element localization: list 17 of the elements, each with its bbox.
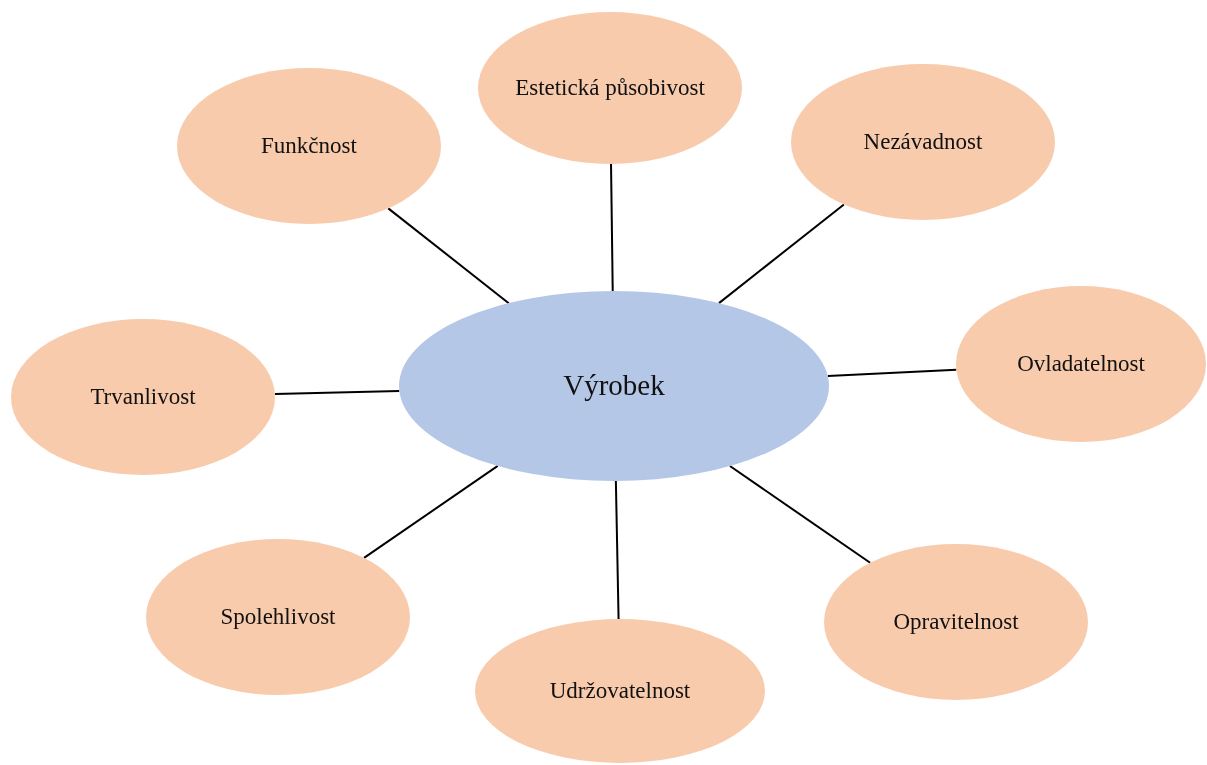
node-label: Funkčnost [261,132,357,161]
connector-line [614,480,620,620]
connector-line [273,390,401,395]
node-label: Opravitelnost [893,608,1019,637]
node-label: Udržovatelnost [549,677,691,706]
node-label: Ovladatelnost [1017,350,1145,379]
connector-line [826,368,958,377]
node-label: Nezávadnost [863,128,983,157]
node-label: Estetická působivost [515,74,705,103]
connector-line [363,464,499,559]
connector-line [387,207,510,305]
connector-line [610,163,614,292]
node-label: Spolehlivost [220,603,336,632]
connector-line [728,465,872,564]
node-label: Výrobek [563,368,665,404]
connector-line [718,203,845,305]
node-label: Trvanlivost [90,383,196,412]
